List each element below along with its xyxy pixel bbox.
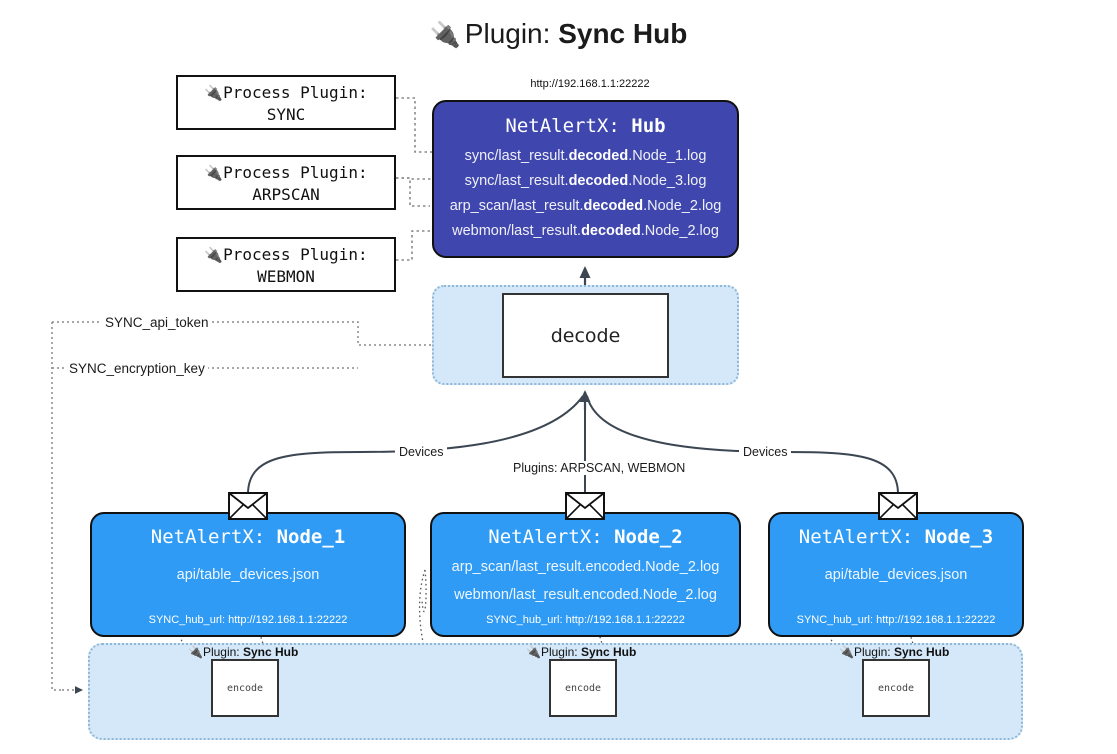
hub-log-row: sync/last_result.decoded.Node_1.log [464,148,707,164]
page-title-prefix: Plugin: [464,18,559,49]
node-title: NetAlertX: Node_3 [798,526,994,548]
hub-title: NetAlertX: Hub [505,115,666,137]
node-log-row: api/table_devices.json [824,567,968,583]
page-title-name: Sync Hub [558,18,688,49]
node-footer: SYNC_hub_url: http://192.168.1.1:22222 [486,614,685,626]
encoder-caption-3: 🔌Plugin: Sync Hub [839,645,950,659]
sync-encryption-key-label: SYNC_encryption_key [66,361,208,376]
plug-icon: 🔌 [204,246,224,264]
encode-box-node-2[interactable]: encode [549,659,617,717]
edge-label-plugins-center: Plugins: ARPSCAN, WEBMON [509,461,690,475]
decode-box[interactable]: decode [502,293,669,378]
encoder-caption-1: 🔌Plugin: Sync Hub [188,645,299,659]
node-log-row: arp_scan/last_result.encoded.Node_2.log [451,559,720,575]
node-title: NetAlertX: Node_2 [488,526,683,548]
hub-log-list: sync/last_result.decoded.Node_1.log sync… [434,144,737,244]
edge-label-devices-left: Devices [395,445,448,459]
edge-label-devices-right: Devices [739,445,792,459]
page-title: 🔌Plugin: Sync Hub [0,18,1117,50]
hub-log-row: webmon/last_result.decoded.Node_2.log [452,222,719,239]
process-plugin-name: WEBMON [257,266,315,286]
encoder-caption-2: 🔌Plugin: Sync Hub [526,645,637,659]
node-log-row: webmon/last_result.encoded.Node_2.log [454,586,717,603]
process-plugin-line1: 🔌Process Plugin: [204,245,368,264]
plug-icon: 🔌 [429,21,461,49]
node-title: NetAlertX: Node_1 [150,526,346,548]
plug-icon: 🔌 [204,164,224,182]
plug-icon: 🔌 [526,645,541,659]
envelope-icon-node-1 [228,492,268,520]
plug-icon: 🔌 [188,645,203,659]
process-plugin-box-webmon[interactable]: 🔌Process Plugin: WEBMON [176,237,396,292]
process-plugin-name: ARPSCAN [252,184,320,204]
process-plugin-box-arpscan[interactable]: 🔌Process Plugin: ARPSCAN [176,155,396,210]
node-log-row: api/table_devices.json [176,567,320,583]
envelope-icon-node-3 [878,492,918,520]
encode-box-node-1[interactable]: encode [211,659,279,717]
envelope-icon-node-2 [565,492,605,520]
process-plugin-name: SYNC [266,104,306,124]
hub-node[interactable]: NetAlertX: Hub sync/last_result.decoded.… [432,100,739,258]
plug-icon: 🔌 [839,645,854,659]
plug-icon: 🔌 [204,84,224,102]
node-box-node-2[interactable]: NetAlertX: Node_2 arp_scan/last_result.e… [430,512,741,637]
node-box-node-1[interactable]: NetAlertX: Node_1 api/table_devices.json… [90,512,406,637]
node-box-node-3[interactable]: NetAlertX: Node_3 api/table_devices.json… [768,512,1024,637]
process-plugin-box-sync[interactable]: 🔌Process Plugin: SYNC [176,75,396,130]
hub-log-row: arp_scan/last_result.decoded.Node_2.log [449,197,722,214]
sync-api-token-label: SYNC_api_token [102,315,212,330]
encode-box-node-3[interactable]: encode [862,659,930,717]
node-footer: SYNC_hub_url: http://192.168.1.1:22222 [796,614,996,626]
hub-url-label: http://192.168.1.1:22222 [530,78,650,90]
node-footer: SYNC_hub_url: http://192.168.1.1:22222 [148,614,348,626]
process-plugin-line1: 🔌Process Plugin: [204,163,368,182]
hub-log-row: sync/last_result.decoded.Node_3.log [464,172,707,189]
process-plugin-line1: 🔌Process Plugin: [204,83,368,102]
